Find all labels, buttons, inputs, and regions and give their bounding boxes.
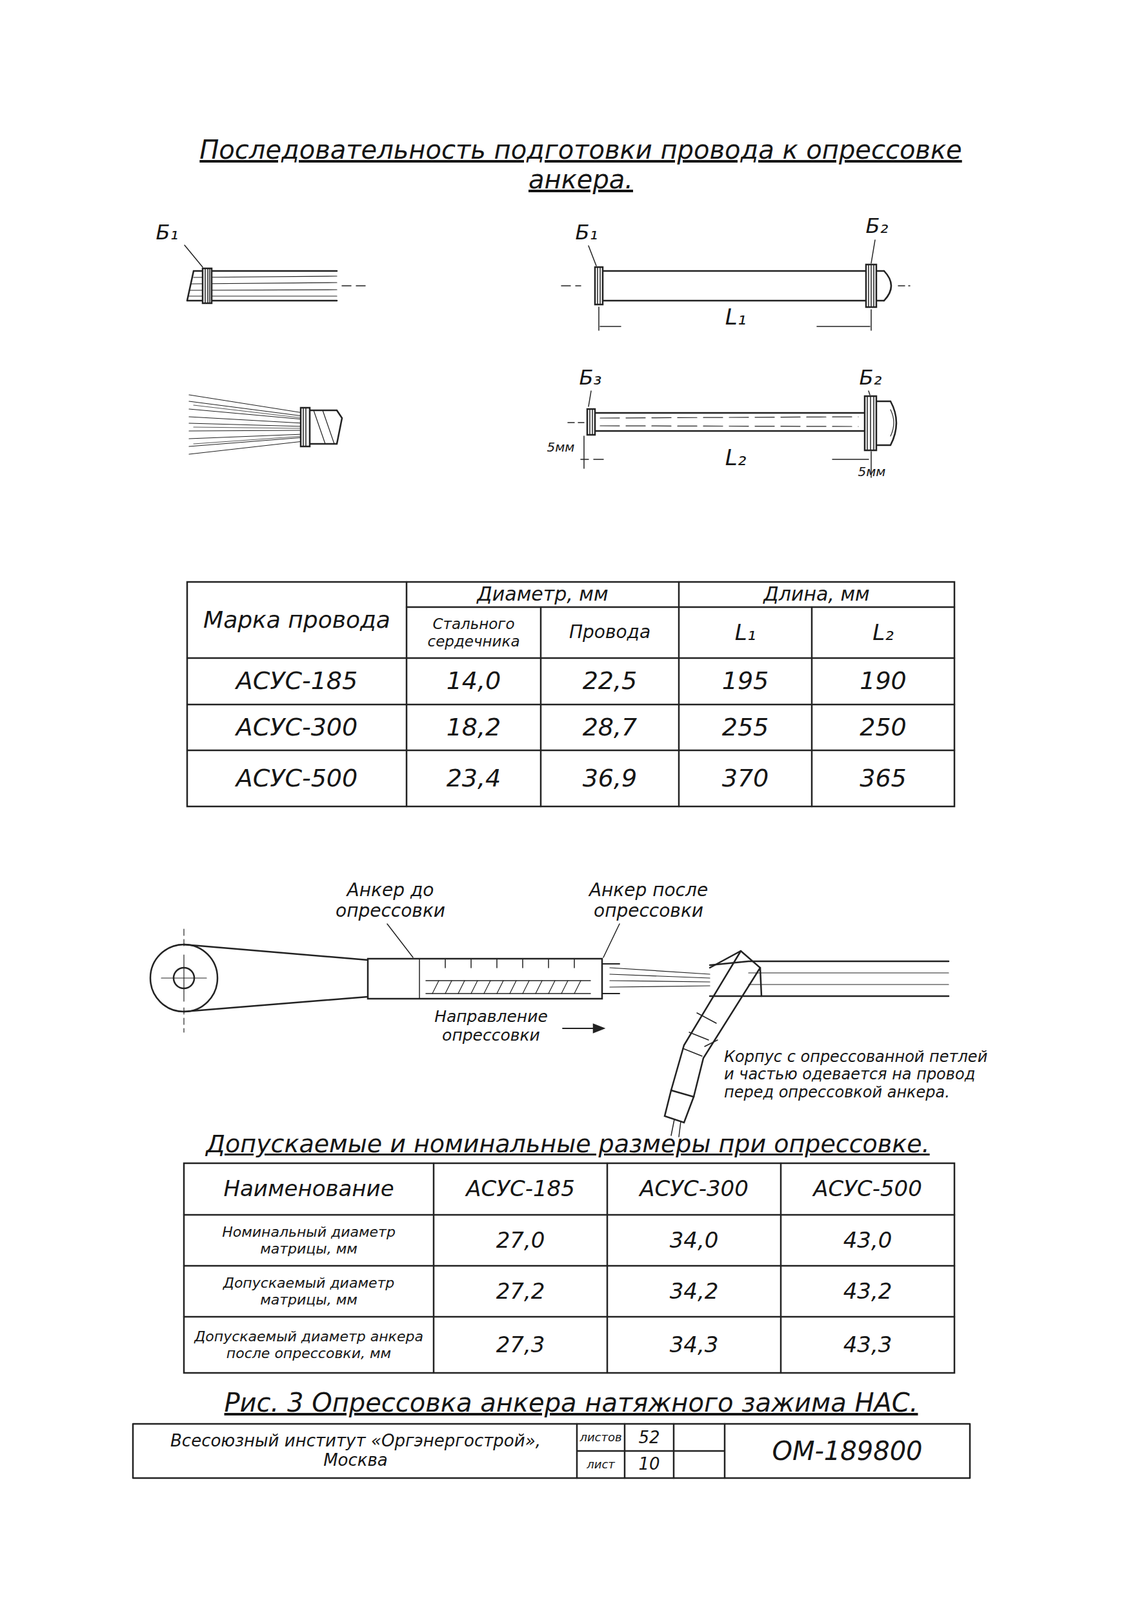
drawing-label: 23,4 [406,750,541,807]
drawing-label: Б₂ [853,364,888,391]
drawing-label: 14,0 [406,658,541,705]
drawing-label: лист [578,1452,624,1478]
drawing-label: 27,3 [434,1318,606,1372]
drawing-label: Допускаемый диаметр матрицы, мм [185,1267,433,1316]
drawing-label: Длина, мм [680,582,954,607]
drawing-label: Провода [542,607,678,658]
drawing-label: Всесоюзный институт «Оргэнергострой», Мо… [135,1425,576,1478]
drawing-label: Б₂ [859,212,895,239]
drawing-label: 190 [811,658,955,705]
wire-bound-figure [561,240,910,331]
drawing-label: АСУС-300 [608,1164,780,1214]
drawing-label: 43,0 [782,1216,954,1265]
drawing-label: 34,3 [608,1318,780,1372]
drawing-label: 365 [811,750,955,807]
drawing-label: 52 [625,1425,673,1451]
drawing-label: Анкер до опрессовки [303,877,478,925]
drawing-label: АСУС-500 [782,1164,954,1214]
sheet-title: Последовательность подготовки провода к … [187,126,975,203]
drawing-label: 34,2 [608,1267,780,1316]
drawing-label: L₂ [813,607,954,658]
drawing-label: Стального сердечника [407,607,540,658]
drawing-label: Анкер после опрессовки [567,877,730,925]
drawing-label: Б₁ [569,219,605,246]
anchor-press-figure [150,924,949,1138]
drawing-label: L₁ [715,303,757,332]
drawing-label: 5мм [850,462,894,482]
drawing-label: Диаметр, мм [407,582,678,607]
drawing-label: Допускаемые и номинальные размеры при оп… [180,1128,956,1162]
drawing-label: 34,0 [608,1216,780,1265]
drawing-label: 22,5 [540,658,679,705]
drawing-label: 250 [811,704,955,751]
table-grid [183,1163,955,1374]
drawing-label: АСУС-185 [187,658,407,705]
drawing-label: Номинальный диаметр матрицы, мм [185,1216,433,1265]
drawing-label: 43,2 [782,1267,954,1316]
drawing-label: Направление опрессовки [419,1006,563,1047]
drawing-label: Корпус с опрессованной петлей и частью о… [721,1032,999,1118]
drawing-label: 370 [678,750,812,807]
drawing-label: 28,7 [540,704,679,751]
drawing-label: 27,0 [434,1216,606,1265]
steel-core-figure [567,391,897,478]
drawing-label: Б₁ [149,219,185,246]
drawing-label: ОМ-189800 [725,1425,969,1478]
drawing-label: 195 [678,658,812,705]
figure-caption: Рис. 3 Опрессовка анкера натяжного зажим… [183,1384,959,1421]
wire-end-figure [184,245,368,304]
drawing-label: АСУС-300 [187,704,407,751]
drawing-label: 27,2 [434,1267,606,1316]
drawing-label: 10 [625,1452,673,1478]
drawing-label: Наименование [185,1164,433,1214]
drawing-label: Допускаемый диаметр анкера после опрессо… [185,1318,433,1372]
drawing-label: АСУС-185 [434,1164,606,1214]
drawing-label: Б₃ [573,364,608,391]
title-block-frame [132,1424,970,1479]
drawing-label: L₁ [680,607,811,658]
fanned-strands-figure [189,394,343,455]
drawing-label: 18,2 [406,704,541,751]
drawing-label: 36,9 [540,750,679,807]
drawing-label: Марка провода [188,583,406,657]
drawing-label: L₂ [715,443,757,473]
drawing-label: АСУС-500 [187,750,407,807]
drawing-label: 255 [678,704,812,751]
drawing-label: листов [578,1425,624,1451]
table-grid [187,582,955,807]
drawing-label: 5мм [539,437,583,457]
drawing-label: 43,3 [782,1318,954,1372]
